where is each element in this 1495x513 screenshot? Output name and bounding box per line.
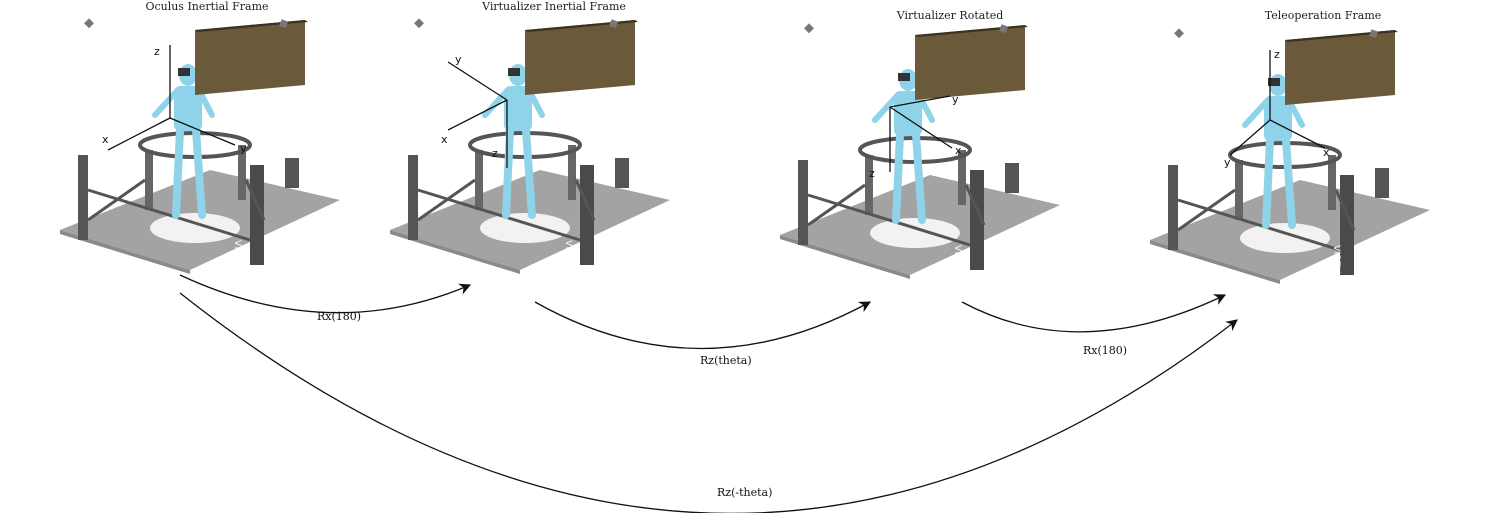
scene-virtualizer-inertial: VIRTUALIZER z x y xyxy=(390,18,670,304)
axis-y-label: y xyxy=(455,53,462,66)
transform-label-4: Rz(-theta) xyxy=(717,486,772,499)
axis-z-label: z xyxy=(1274,48,1280,61)
scene-teleoperation: VIRTUALIZER z y x xyxy=(1150,28,1430,309)
brand-label: VIRTUALIZER xyxy=(1331,245,1341,309)
axes-virtualizer-inertial xyxy=(447,61,508,168)
axis-y-label: y xyxy=(952,93,959,106)
brand-label: VIRTUALIZER xyxy=(563,240,573,304)
axis-z-label: z xyxy=(869,167,875,180)
arrow-rz-neg-theta xyxy=(179,292,1238,513)
frame-title-2: Virtualizer Inertial Frame xyxy=(482,0,626,13)
axes-teleoperation xyxy=(1229,50,1326,156)
axis-x-label: x xyxy=(102,133,109,146)
axes-virtualizer-rotated xyxy=(889,95,953,172)
axis-y-label: y xyxy=(1224,156,1231,169)
axis-x-label: x xyxy=(441,133,448,146)
arrow-rx180-1 xyxy=(179,274,472,314)
axis-x-label: x xyxy=(1323,146,1330,159)
transform-label-1: Rx(180) xyxy=(317,310,361,323)
frame-title-3: Virtualizer Rotated xyxy=(896,9,1004,22)
arrow-rx180-2 xyxy=(961,294,1227,333)
axis-z-label: z xyxy=(492,147,498,160)
axis-y-label: y xyxy=(240,142,247,155)
frame-title-4: Teleoperation Frame xyxy=(1264,9,1382,22)
frame-title-1: Oculus Inertial Frame xyxy=(145,0,269,13)
brand-label: VIRTUALIZER xyxy=(232,240,242,304)
axis-x-label: x xyxy=(955,144,962,157)
scene-oculus-inertial: VIRTUALIZER z x y xyxy=(60,18,340,304)
axis-z-label: z xyxy=(154,45,160,58)
transform-label-2: Rz(theta) xyxy=(700,354,752,367)
arrow-rz-theta xyxy=(534,301,872,350)
transform-label-3: Rx(180) xyxy=(1083,344,1127,357)
axes-oculus xyxy=(107,45,236,151)
scene-virtualizer-rotated: VIRTUALIZER z y x xyxy=(780,23,1060,309)
brand-label: VIRTUALIZER xyxy=(952,245,962,309)
